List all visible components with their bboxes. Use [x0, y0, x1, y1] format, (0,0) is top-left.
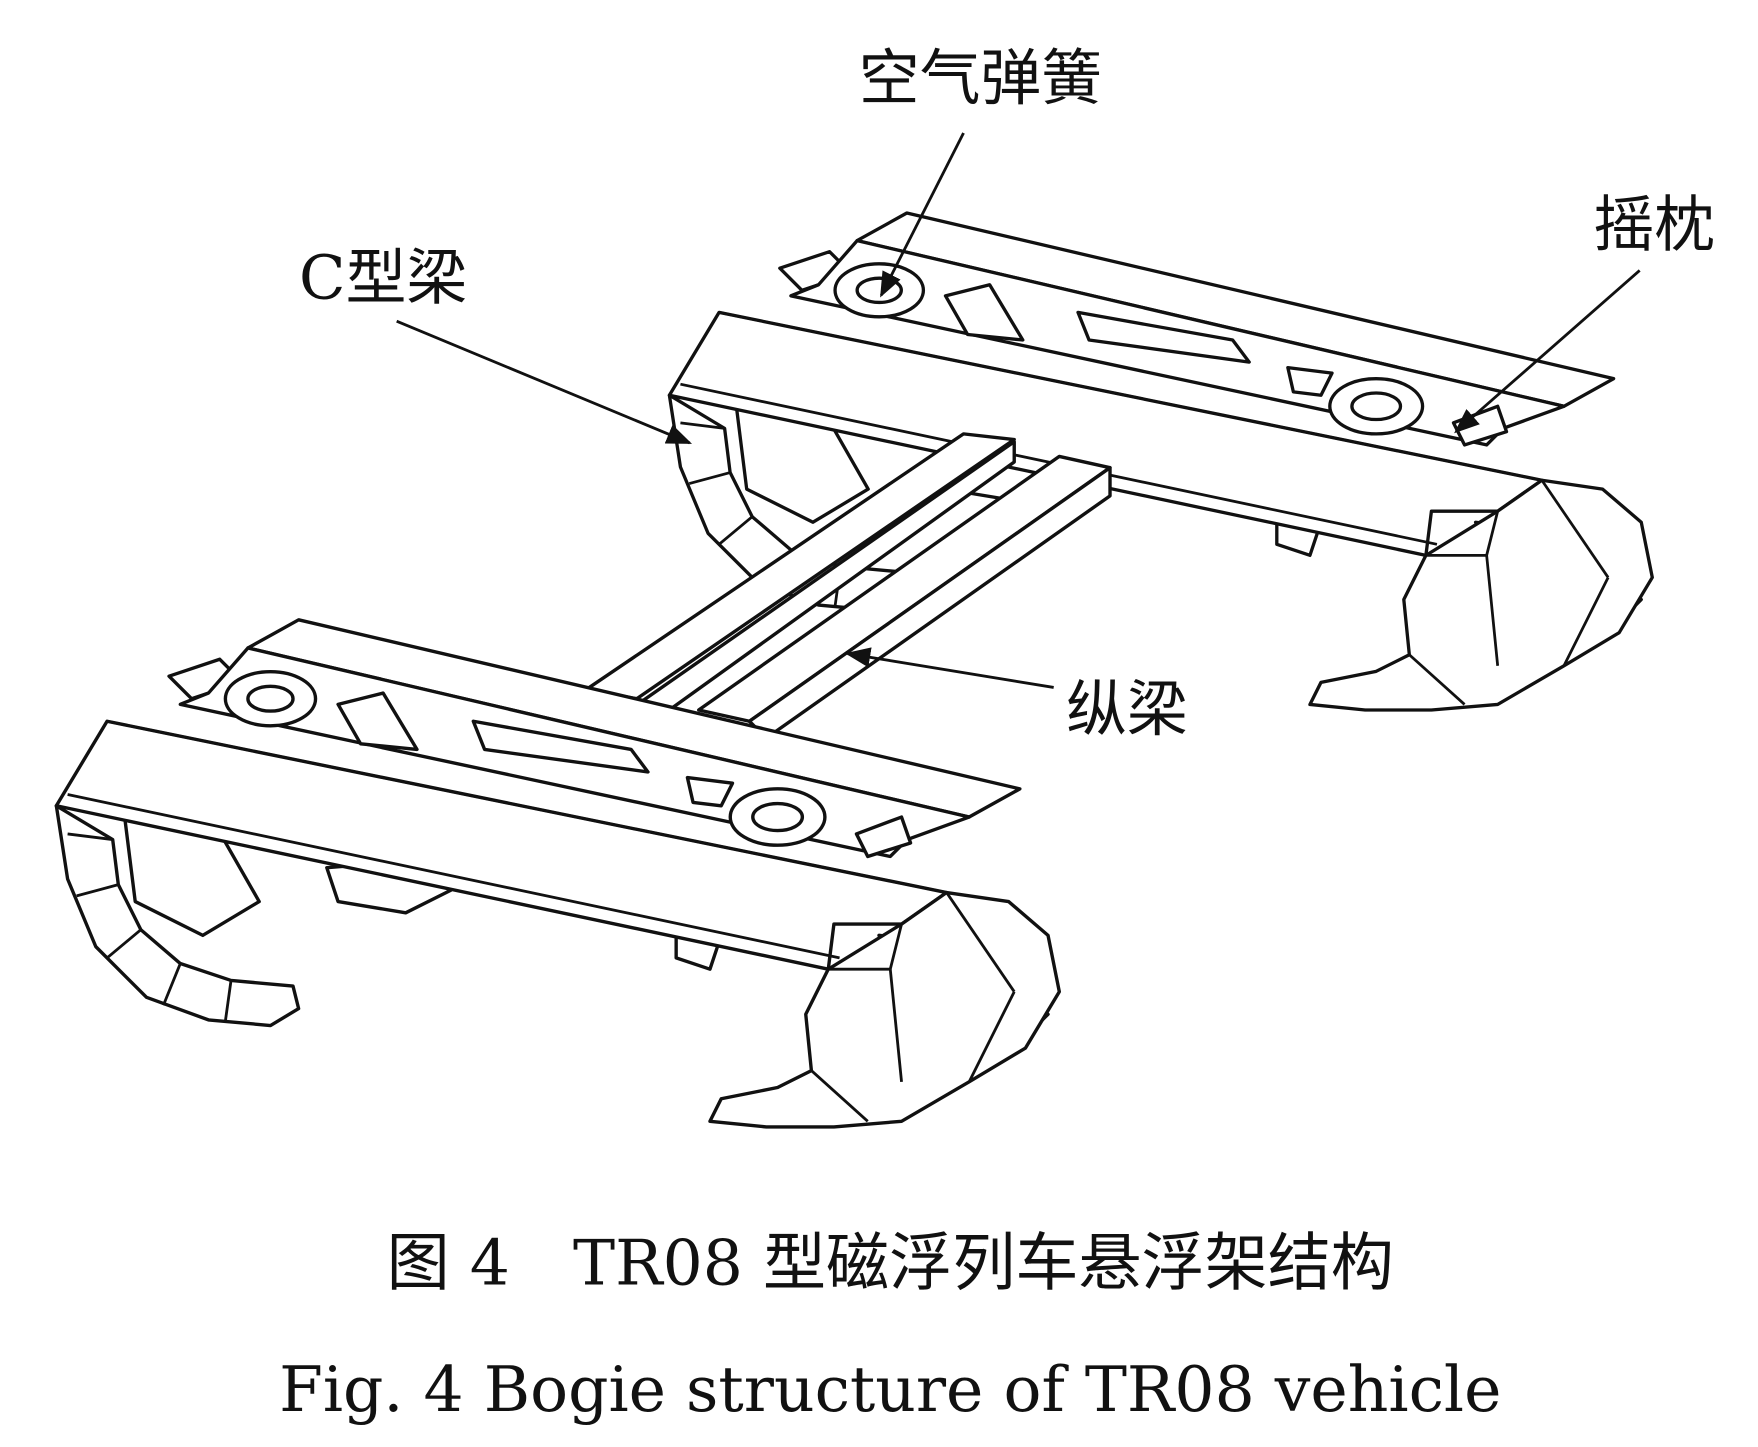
label-air-spring: 空气弹簧: [859, 44, 1102, 114]
label-longitudinal-beam: 纵梁: [1066, 675, 1188, 745]
caption-en: Fig. 4 Bogie structure of TR08 vehicle: [279, 1352, 1501, 1426]
callout-longitudinal-beam: 纵梁: [844, 647, 1188, 745]
label-bolster: 摇枕: [1593, 191, 1715, 261]
arrow-longitudinal-beam: [844, 647, 1054, 689]
front-bogie-frame: [54, 618, 1061, 1129]
arrow-air-spring: [879, 132, 965, 298]
callout-c-beam: C型梁: [299, 244, 693, 445]
label-c-beam: C型梁: [299, 244, 467, 314]
arrow-bolster: [1454, 269, 1641, 434]
callout-air-spring: 空气弹簧: [859, 44, 1102, 298]
callout-bolster: 摇枕: [1454, 191, 1715, 434]
arrow-c-beam: [396, 319, 693, 445]
longitudinal-beams: [584, 432, 1112, 740]
caption-zh: 图 4 TR08 型磁浮列车悬浮架结构: [387, 1226, 1394, 1300]
